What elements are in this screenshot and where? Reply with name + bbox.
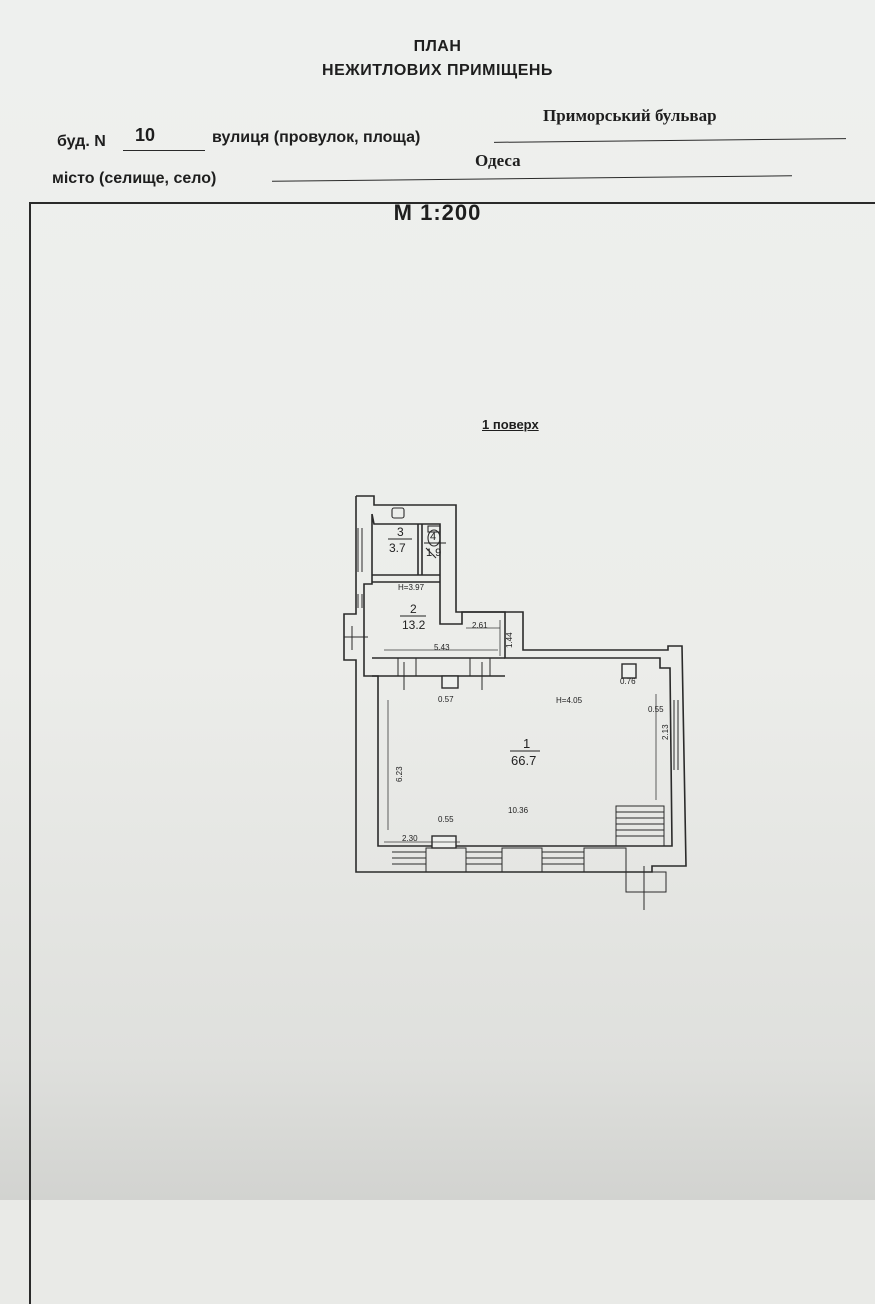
dim-213: 2.13 <box>661 724 670 740</box>
bathroom-fixtures <box>391 507 441 559</box>
room-4-area: 1.9 <box>426 547 441 559</box>
building-number-label: буд. N <box>57 133 106 150</box>
left-windows <box>344 528 368 650</box>
columns <box>431 663 637 849</box>
plan-subtitle: НЕЖИТЛОВИХ ПРИМІЩЕНЬ <box>322 62 553 79</box>
dim-230: 2.30 <box>402 834 418 843</box>
plan-inner-wall <box>363 513 673 847</box>
plan-title: ПЛАН <box>413 38 462 55</box>
drawing-frame <box>29 202 875 1304</box>
building-number-underline <box>123 150 205 151</box>
plan-outer-wall <box>343 495 687 873</box>
dim-h-upper: H=3.97 <box>398 583 425 592</box>
room-2-number: 2 <box>410 602 417 616</box>
dim-055-right: 0.55 <box>648 705 664 714</box>
dim-623: 6.23 <box>395 766 404 782</box>
room-4-number: 4 <box>430 531 436 543</box>
room-1-area: 66.7 <box>511 753 536 768</box>
dim-543: 5.43 <box>434 643 450 652</box>
dimension-lines <box>384 620 657 843</box>
floor-label: 1 поверх <box>482 417 539 432</box>
dim-261: 2.61 <box>472 621 488 630</box>
right-window <box>673 700 679 770</box>
room-2-area: 13.2 <box>402 618 426 632</box>
dim-144: 1.44 <box>505 632 514 648</box>
street-label: вулиця (провулок, площа) <box>212 129 421 146</box>
room-1-number: 1 <box>523 736 530 751</box>
street-value: Приморський бульвар <box>543 106 717 125</box>
city-value: Одеса <box>475 151 521 170</box>
scale-label: М 1:200 <box>393 200 482 225</box>
dim-h-main: H=4.05 <box>556 696 583 705</box>
dim-057: 0.57 <box>438 695 454 704</box>
dim-055-bottom: 0.55 <box>438 815 454 824</box>
room-3-number: 3 <box>397 525 404 539</box>
city-label: місто (селище, село) <box>52 170 217 187</box>
bottom-windows <box>392 847 627 873</box>
dim-076: 0.76 <box>620 677 636 686</box>
dim-1036: 10.36 <box>508 806 529 815</box>
room-3-area: 3.7 <box>389 541 406 555</box>
doorways <box>397 658 491 690</box>
building-number-value: 10 <box>135 125 156 145</box>
entrance-stairs <box>615 805 667 910</box>
floor-plan-drawing: 3 3.7 4 1.9 H=3.97 2 13.2 2.61 1.44 5.43… <box>343 495 687 910</box>
